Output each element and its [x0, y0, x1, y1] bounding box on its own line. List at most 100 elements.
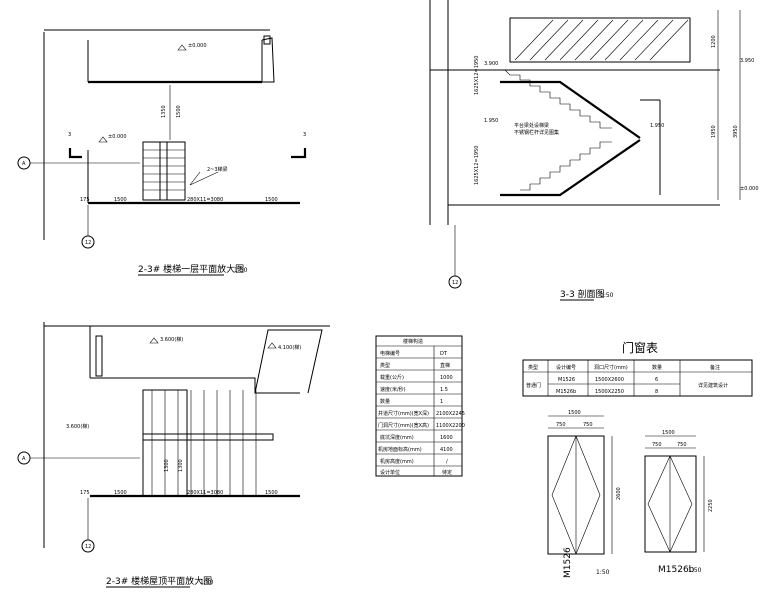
- plan2-vdim-1: 1300: [178, 459, 184, 472]
- door-row-1-code: M1526b: [556, 389, 576, 395]
- section-note-1: 1625X12=1950: [474, 146, 480, 185]
- param-row-4-value: 1: [440, 399, 443, 405]
- plan2-vdim-0: 1300: [164, 459, 170, 472]
- plan1-axis-a: A: [22, 161, 26, 167]
- door-table-remark: 详见建筑设计: [698, 382, 728, 389]
- door-table-h3: 数量: [652, 364, 662, 371]
- plan1-title: 2-3# 楼梯一层平面放大图: [138, 263, 244, 275]
- param-row-6-value: 1100X2200: [436, 423, 465, 429]
- door2-dim-l: 750: [652, 442, 662, 448]
- door-table-h1: 设计编号: [556, 364, 576, 371]
- section-note-3: 不锈钢栏杆详见图集: [514, 129, 559, 136]
- param-row-2-value: 1000: [440, 375, 453, 381]
- plan2-level-left: 3.600(梯): [160, 336, 183, 343]
- param-row-0-value: DT: [440, 351, 448, 357]
- section-level-2: 1.950: [650, 123, 664, 129]
- door1-dim-w: 1500: [568, 410, 581, 416]
- plan1-scale: 1:50: [234, 267, 248, 274]
- section-rdim-1: 1950: [711, 125, 717, 138]
- section-rdim-0: 1200: [711, 35, 717, 48]
- door-row-1-size: 1500X2250: [595, 389, 624, 395]
- door2-scale: 1:50: [688, 567, 702, 574]
- param-table-header: 楼梯构造: [403, 338, 423, 345]
- plan2-dim-1: 1500: [114, 490, 127, 496]
- door2-dim-h: 2250: [708, 499, 714, 512]
- section-3-3: 3.900 1.950 1.950 3.950 ±0.000 1625X12=1…: [429, 0, 759, 301]
- door-table-group: 普通门: [526, 382, 541, 389]
- param-row-7-value: 1600: [440, 435, 453, 441]
- plan1-note: 2~3梯梁: [207, 166, 228, 173]
- param-row-10-label: 设计单位: [380, 469, 400, 476]
- param-row-10-value: 待定: [442, 469, 452, 476]
- section-title: 3-3 剖面图: [560, 288, 605, 300]
- door-m1526b-elevation: 1500 750 750 2250 M1526b 1:50: [644, 430, 714, 575]
- param-row-6-label: 门洞尺寸(mm)(宽X高): [378, 422, 429, 429]
- plan2-scale: 1:50: [200, 579, 214, 586]
- door-window-table: 门窗表 类型 设计编号 洞口尺寸(mm) 数量 备注 普通门 M1526 150…: [522, 340, 753, 397]
- door-table-h4: 备注: [710, 364, 720, 371]
- param-row-2-label: 载重(公斤): [380, 374, 404, 381]
- plan1-treads: [143, 149, 185, 191]
- plan1-dim-0: 175: [80, 197, 90, 203]
- door1-label: M1526: [563, 547, 573, 578]
- plan2-dim-2: 280X11=3080: [187, 490, 223, 496]
- param-row-0-label: 电梯编号: [380, 350, 400, 357]
- param-row-1-value: 直梯: [440, 362, 450, 369]
- param-row-9-value: /: [446, 459, 448, 465]
- param-row-4-label: 数量: [380, 398, 390, 405]
- plan2-dim-0: 175: [80, 490, 90, 496]
- plan1-level-mid: ±0.000: [108, 134, 127, 140]
- door2-dim-w: 1500: [662, 430, 675, 436]
- section-scale: 1:50: [600, 292, 614, 299]
- plan2-axis-a: A: [22, 456, 26, 462]
- door1-scale: 1:50: [596, 569, 610, 576]
- plan1-vdim-2: 1500: [176, 105, 182, 118]
- section-level-0: 3.900: [484, 61, 498, 67]
- door-row-0-qty: 6: [655, 377, 658, 383]
- section-note-2: 平台梁处设梯梁: [514, 122, 549, 129]
- door-m1526-elevation: 1500 750 750 2600 M1526 1:50: [547, 410, 622, 578]
- section-axis-12: 12: [452, 280, 458, 286]
- section-level-3: 3.950: [740, 58, 754, 64]
- door-table-h2: 洞口尺寸(mm): [594, 364, 628, 371]
- plan1-section-right: 3: [303, 132, 306, 138]
- param-row-3-value: 1.5: [440, 387, 448, 393]
- plan1-level-top: ±0.000: [188, 43, 207, 49]
- param-row-9-label: 机房高度(mm): [380, 458, 414, 465]
- param-row-8-value: 4100: [440, 447, 453, 453]
- section-hatch: [514, 19, 689, 61]
- param-row-1-label: 类型: [380, 362, 390, 369]
- door1-dim-r: 750: [583, 422, 593, 428]
- elevator-param-table: 楼梯构造 电梯编号 DT 类型 直梯 载重(公斤) 1000 速度(米/秒) 1…: [375, 335, 465, 477]
- door-row-0-code: M1526: [558, 377, 575, 383]
- plan2-treads: [151, 390, 257, 496]
- plan1-stair-plan: 3 3 ±0.000 ±0.000 1350 1500 2~3梯梁 175 15…: [17, 29, 306, 276]
- param-row-5-value: 2100X2245: [436, 411, 465, 417]
- plan2-title: 2-3# 楼梯屋顶平面放大图: [106, 575, 212, 587]
- plan1-dim-3: 1500: [265, 197, 278, 203]
- door1-dim-h: 2600: [616, 487, 622, 500]
- door2-label: M1526b: [658, 565, 695, 575]
- door-row-0-size: 1500X2600: [595, 377, 624, 383]
- section-level-4: ±0.000: [740, 186, 759, 192]
- plan1-dim-1: 1500: [114, 197, 127, 203]
- plan2-axis-12: 12: [85, 544, 91, 550]
- param-table-rows: 电梯编号 DT 类型 直梯 载重(公斤) 1000 速度(米/秒) 1.5 数量…: [376, 350, 465, 476]
- section-level-1: 1.950: [484, 118, 498, 124]
- plan1-dim-2: 280X11=3080: [187, 197, 223, 203]
- param-row-8-label: 机房地面标高(mm): [378, 446, 422, 453]
- plan1-axis-12: 12: [85, 240, 91, 246]
- param-row-5-label: 井道尺寸(mm)(宽X深): [378, 410, 429, 417]
- plan1-vdim-1: 1350: [161, 105, 167, 118]
- plan2-level-mid: 3.600(梯): [66, 423, 89, 430]
- plan2-dim-3: 1500: [265, 490, 278, 496]
- plan2-roof-plan: 3.600(梯) 4.100(梯) 3.600(梯) 1300 1300 175…: [17, 322, 330, 588]
- door2-dim-r: 750: [677, 442, 687, 448]
- param-row-3-label: 速度(米/秒): [380, 386, 406, 393]
- door-table-title: 门窗表: [622, 340, 658, 355]
- section-note-0: 1625X12=1950: [474, 56, 480, 95]
- door1-dim-l: 750: [556, 422, 566, 428]
- plan2-level-right: 4.100(梯): [278, 344, 301, 351]
- param-row-7-label: 底坑深度(mm): [380, 434, 414, 441]
